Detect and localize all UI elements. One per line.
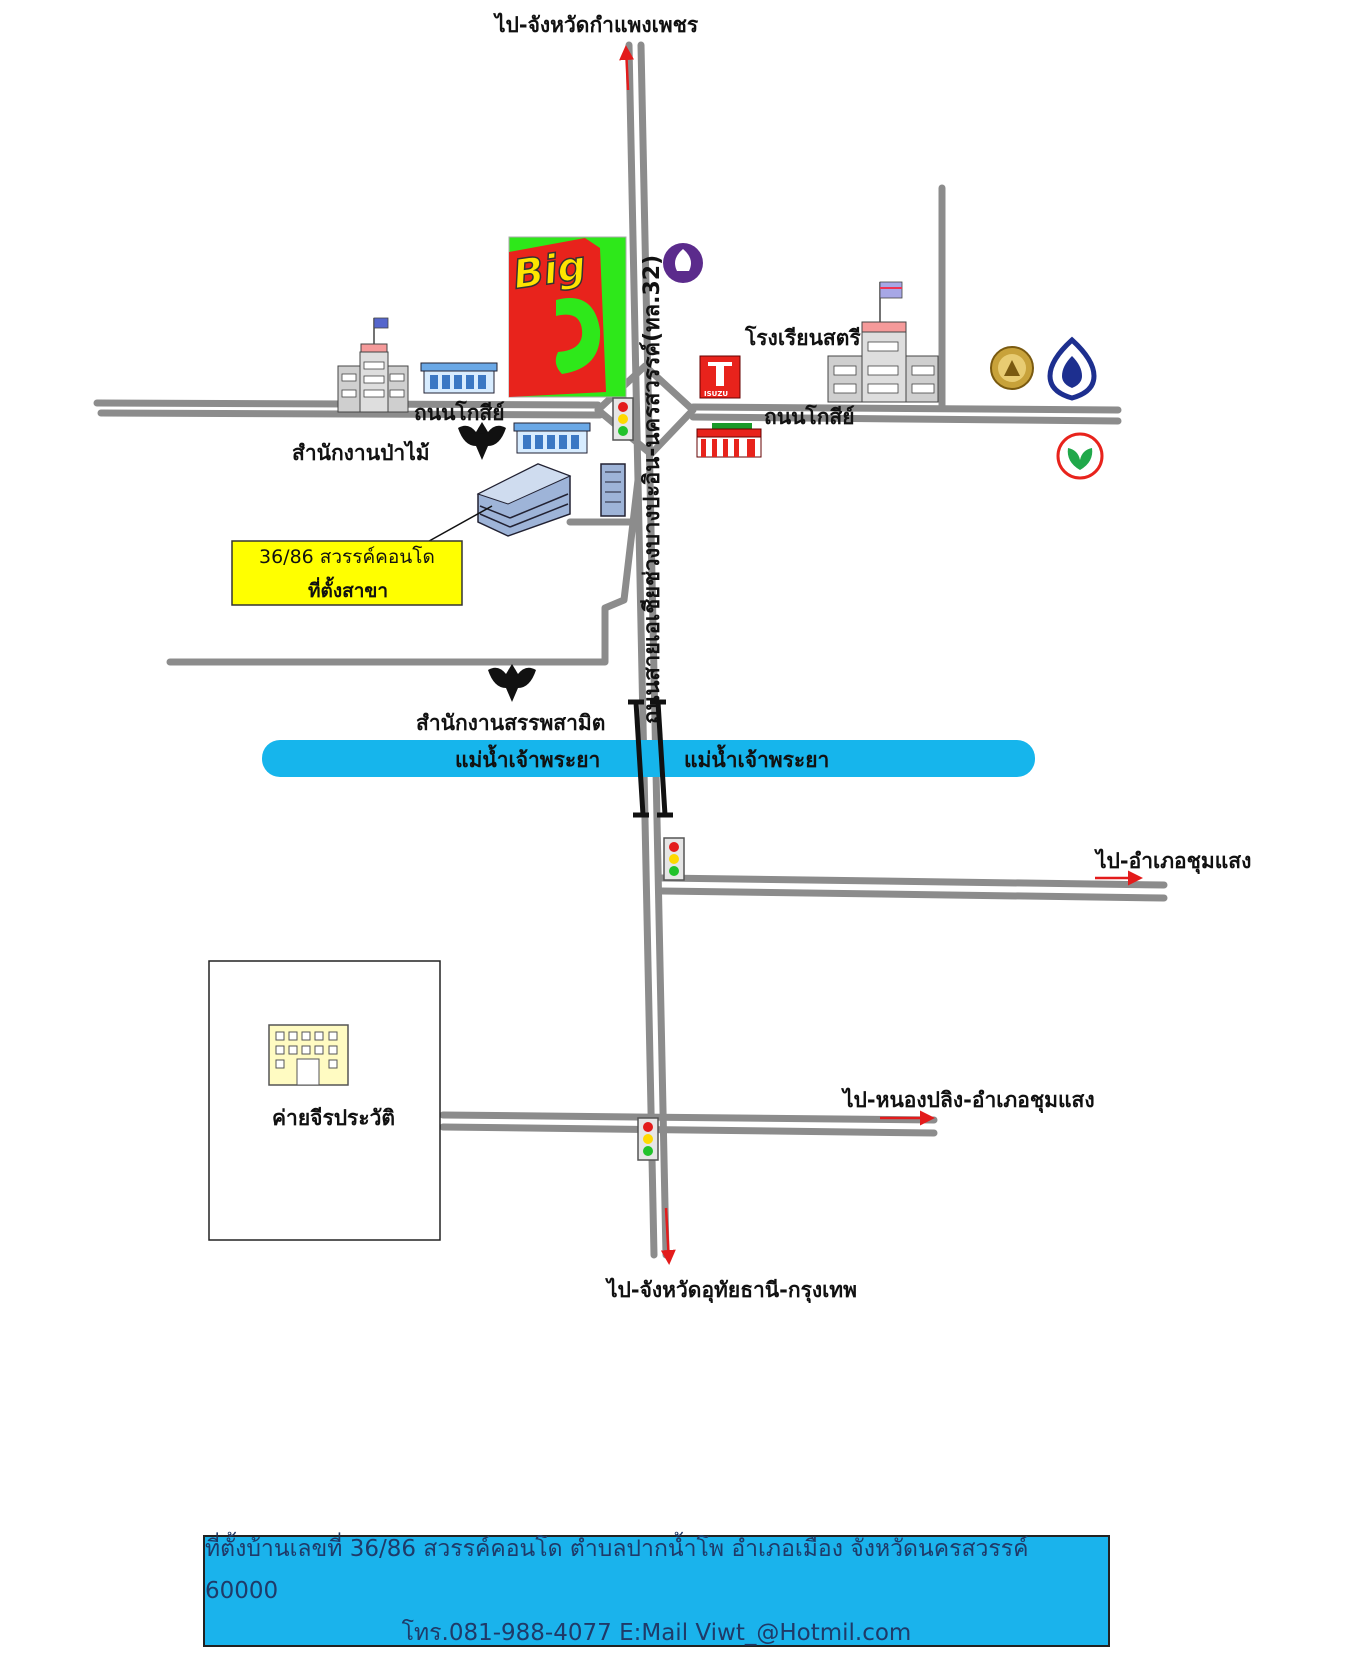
isuzu-dealer-logo: ISUZU: [699, 355, 741, 399]
condo-callout-box: [231, 540, 463, 606]
forest-office-label: สำนักงานป่าไม้: [292, 440, 430, 465]
callout-branch-line: ที่ตั้งสาขา: [308, 576, 388, 602]
government-building-icon: [337, 317, 409, 413]
north-direction-label: ไป-จังหวัดกำแพงเพชร: [493, 12, 699, 37]
roads: [93, 41, 1168, 1259]
traffic-light-icon: [663, 837, 685, 881]
girls-school-building-icon: [827, 281, 939, 403]
chao-phraya-river: [262, 740, 1035, 777]
chumsaeng-road-a: [658, 874, 1168, 889]
callout-pointer: [421, 505, 493, 546]
big-c-wordmark: Big: [510, 243, 589, 299]
traffic-light-icon: [612, 397, 634, 441]
kosi-road-west-b: [97, 409, 604, 419]
flag-icon: [879, 281, 903, 299]
kosi-road-east-b: [689, 413, 1122, 425]
girls-school-label: โรงเรียนสตรี: [744, 325, 861, 350]
nongpling-direction-label: ไป-หนองปลิง-อำเภอชุมแสง: [841, 1087, 1095, 1114]
highway-lane-east: [637, 41, 670, 1259]
condo-building-icon: [476, 463, 572, 537]
school-building-icon: [513, 422, 591, 454]
kosi-road-label-east: ถนนโกสีย์: [764, 404, 855, 429]
arrow-south-icon: [660, 1207, 676, 1265]
kosi-road-label-west: ถนนโกสีย์: [414, 400, 505, 425]
river-label-right: แม่น้ำเจ้าพระยา: [684, 744, 829, 772]
west-branch-road: [166, 476, 642, 666]
nongpling-road-a: [439, 1111, 938, 1124]
footer-contact: โทร.081-988-4077 E:Mail Viwt_@Hotmil.com: [401, 1620, 912, 1646]
excise-office-label: สำนักงานสรรพสามิต: [416, 711, 605, 735]
highway-lane-west: [625, 41, 658, 1259]
nongpling-road-b: [439, 1123, 938, 1137]
footer-address: ที่ตั้งบ้านเลขที่ 36/86 สวรรค์คอนโด ตำบล…: [205, 1536, 1029, 1604]
isuzu-wordmark: ISUZU: [704, 390, 728, 398]
direction-arrows: [619, 45, 1143, 1265]
arrow-north-icon: [619, 45, 635, 91]
store-building-icon: [696, 423, 762, 458]
garuda-icon: [488, 664, 536, 702]
kosi-road-east-a: [689, 403, 1122, 414]
garuda-icon: [458, 422, 506, 460]
tower-building-icon: [600, 463, 626, 517]
bridge-icon: [628, 699, 673, 818]
camp-boundary: [208, 960, 441, 1241]
big-c-store-logo: Big: [508, 236, 627, 398]
bangkok-bank-icon: [1047, 336, 1097, 401]
camp-building-icon: [268, 1024, 349, 1086]
address-footer: ที่ตั้งบ้านเลขที่ 36/86 สวรรค์คอนโด ตำบล…: [203, 1535, 1110, 1647]
river-label-left: แม่น้ำเจ้าพระยา: [455, 744, 600, 772]
royal-seal-icon: [990, 346, 1034, 390]
scb-bank-icon: [663, 243, 703, 283]
chumsaeng-direction-label: ไป-อำเภอชุมแสง: [1094, 848, 1251, 875]
map: แม่น้ำเจ้าพระยา แม่น้ำเจ้าพระยา ไป-จังหว…: [93, 12, 1251, 1304]
traffic-light-icon: [637, 1117, 659, 1161]
callout-address-line: 36/86 สวรรค์คอนโด: [259, 545, 435, 568]
south-direction-label: ไป-จังหวัดอุทัยธานี-กรุงเทพ: [605, 1277, 857, 1304]
flag-icon: [373, 317, 389, 329]
school-building-icon: [420, 362, 498, 394]
camp-label: ค่ายจีรประวัติ: [272, 1106, 395, 1130]
chumsaeng-road-b: [658, 887, 1168, 902]
kasikorn-bank-icon: [1056, 432, 1104, 480]
highway-label: ถนนสายเอเชียช่วงบางปะอิน-นครสวรรค์(ทล.32…: [639, 255, 665, 724]
